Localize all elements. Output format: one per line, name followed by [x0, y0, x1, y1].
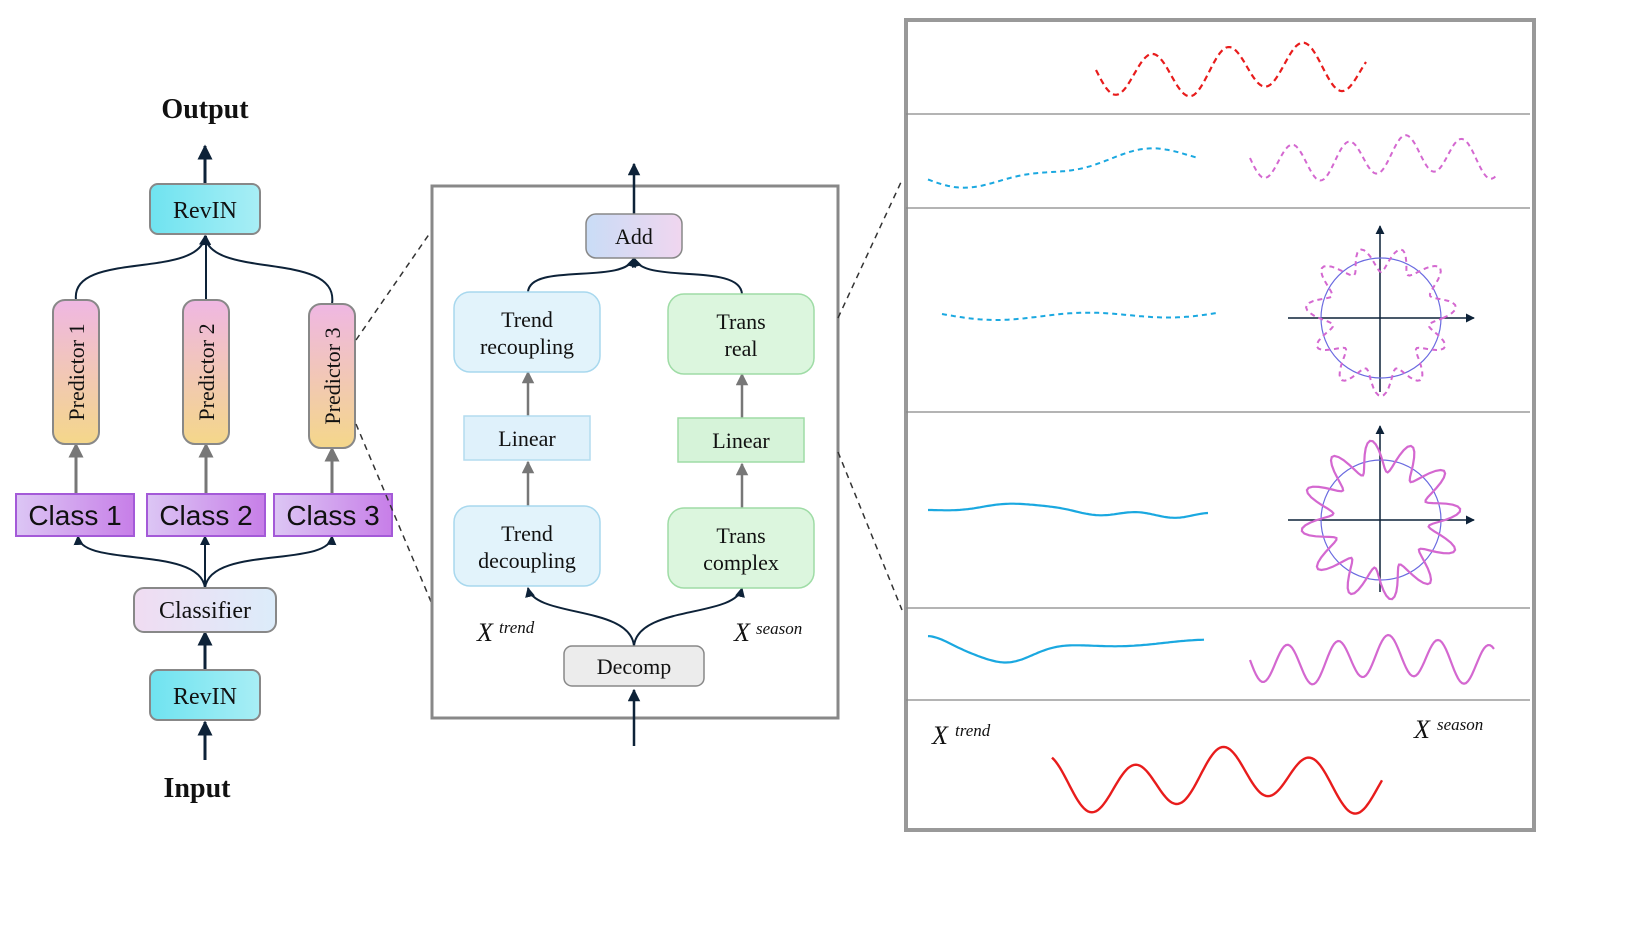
trend-recoupling-box — [453, 291, 601, 373]
decomp-box — [563, 645, 705, 687]
trans-complex-line1: Trans — [716, 523, 765, 548]
decomp-label: Decomp — [597, 654, 672, 679]
predictor1-label: Predictor 1 — [64, 323, 89, 420]
combined-signal-solid — [1051, 745, 1384, 815]
trans-real-box — [667, 293, 815, 375]
mid-x-season-sup: season — [756, 619, 802, 638]
class3-label: Class 3 — [286, 500, 379, 531]
trans-complex-box — [667, 507, 815, 589]
class1-box — [15, 493, 135, 537]
season-polar-row4 — [1300, 439, 1462, 601]
trend-recoupling-line2: recoupling — [480, 334, 574, 359]
middle-panel: Add Trend recoupling Trans real Linear L… — [430, 162, 903, 746]
left-panel: Output Input RevIN RevIN Classifier Clas… — [15, 94, 433, 804]
decomp-to-season-arrow — [633, 587, 745, 647]
predictor2-box — [182, 299, 230, 445]
right-x-trend-base: X — [931, 721, 949, 750]
trend-recoupling-line1: Trend — [501, 307, 553, 332]
trend-signal-row5 — [927, 635, 1205, 664]
classifier-to-class3-arrow — [204, 535, 337, 589]
trans-complex-line2: complex — [703, 550, 779, 575]
right-x-trend-sup: trend — [955, 721, 991, 740]
classifier-to-class1-arrow — [73, 535, 206, 589]
right-panel: X trend X season — [904, 18, 1536, 832]
decomp-to-trend-arrow — [525, 587, 635, 647]
trend-to-add-arrow — [527, 257, 636, 293]
class1-label: Class 1 — [28, 500, 121, 531]
output-label: Output — [161, 94, 249, 125]
trend-decoupling-box — [453, 505, 601, 587]
season-to-add-arrow — [632, 257, 743, 295]
add-box — [585, 213, 683, 259]
zoom-right-bottom — [837, 451, 903, 611]
right-x-season-sup: season — [1437, 715, 1483, 734]
season-signal-row2 — [1249, 134, 1497, 182]
predictor3-to-revin-arrow — [201, 235, 334, 305]
row-dividers — [906, 113, 1530, 701]
predictor2-label: Predictor 2 — [194, 323, 219, 420]
class3-box — [273, 493, 393, 537]
classifier-label: Classifier — [159, 598, 251, 624]
right-x-season-base: X — [1413, 715, 1431, 744]
linear-left-label: Linear — [498, 426, 556, 451]
add-label: Add — [615, 224, 653, 249]
trend-signal-row2 — [927, 147, 1199, 189]
unit-circle-row4 — [1320, 459, 1442, 581]
season-polar-row3 — [1305, 248, 1457, 398]
linear-left-box — [463, 415, 591, 461]
trend-decoupling-line2: decoupling — [478, 548, 576, 573]
predictor3-box — [308, 303, 356, 449]
mid-x-season-base: X — [733, 618, 751, 647]
linear-right-label: Linear — [712, 428, 770, 453]
predictor3-label: Predictor 3 — [320, 327, 345, 424]
classifier-box — [133, 587, 277, 633]
trend-signal-row3 — [941, 311, 1217, 321]
revin-bottom-box — [149, 669, 261, 721]
combined-signal-dashed — [1095, 41, 1367, 98]
right-frame — [904, 18, 1536, 832]
zoom-right-top — [837, 179, 903, 319]
trend-decoupling-line1: Trend — [501, 521, 553, 546]
trans-real-line1: Trans — [716, 309, 765, 334]
mid-x-trend-sup: trend — [499, 618, 535, 637]
trend-signal-row4 — [928, 502, 1209, 519]
predictor1-to-revin-arrow — [74, 235, 209, 301]
revin-bottom-label: RevIN — [173, 684, 237, 710]
revin-top-box — [149, 183, 261, 235]
season-signal-row5 — [1248, 633, 1495, 686]
class2-box — [146, 493, 266, 537]
zoom-line-top — [355, 229, 433, 341]
predictor1-box — [52, 299, 100, 445]
input-label: Input — [164, 773, 232, 804]
trans-real-line2: real — [725, 336, 758, 361]
class2-label: Class 2 — [159, 500, 252, 531]
revin-top-label: RevIN — [173, 198, 237, 224]
linear-right-box — [677, 417, 805, 463]
mid-x-trend-base: X — [476, 618, 494, 647]
